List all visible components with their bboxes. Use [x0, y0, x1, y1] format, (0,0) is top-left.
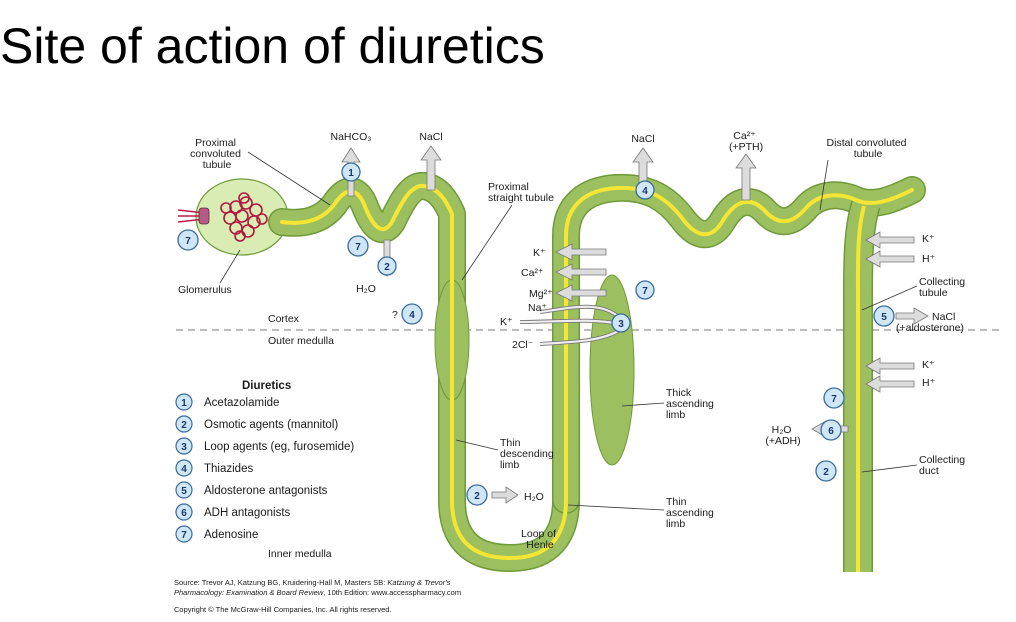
svg-text:7: 7 [355, 242, 361, 253]
svg-text:3: 3 [618, 319, 624, 330]
badge-2-prox: 2 [377, 256, 397, 276]
label-nacl-cd: NaCl [932, 311, 955, 323]
svg-text:Thiazides: Thiazides [204, 463, 253, 475]
leader-lines [219, 151, 918, 511]
legend: Diuretics 1 Acetazolamide 2 Osmotic agents… [175, 380, 354, 543]
badge-7-glom: 7 [177, 229, 199, 251]
label-proximal-straight: Proximal straight tubule [488, 181, 554, 204]
label-nahco3: NaHCO₃ [330, 131, 371, 143]
label-ca-pth: Ca²⁺ (+PTH) [729, 130, 763, 153]
svg-text:3: 3 [181, 442, 187, 453]
legend-item: 7 Adenosine [175, 525, 258, 543]
vascular-pole [198, 207, 210, 225]
label-collecting-duct: Collecting duct [919, 454, 968, 477]
label-h-cd2: H⁺ [922, 377, 936, 389]
badge-7-tal: 7 [635, 280, 655, 300]
svg-text:ADH antagonists: ADH antagonists [204, 507, 291, 519]
label-nacl-prox: NaCl [419, 131, 442, 143]
svg-text:4: 4 [642, 186, 648, 197]
badge-4-dct: 4 [635, 180, 655, 200]
label-question: ? [392, 309, 398, 321]
label-inner-medulla: Inner medulla [268, 548, 332, 560]
legend-item: 3 Loop agents (eg, furosemide) [175, 437, 354, 455]
svg-text:2: 2 [823, 467, 829, 478]
svg-text:5: 5 [881, 312, 887, 323]
svg-text:1: 1 [181, 398, 187, 409]
badge-4-q: 4 [401, 303, 423, 325]
label-proximal-convoluted: Proximal convoluted tubule [190, 137, 244, 171]
badge-2-cd: 2 [815, 460, 837, 482]
label-thin-descending: Thin descending limb [500, 437, 557, 471]
badge-2-desc: 2 [466, 484, 488, 506]
label-distal-convoluted: Distal convoluted tubule [827, 137, 910, 160]
legend-item: 4 Thiazides [175, 459, 253, 477]
legend-item: 5 Aldosterone antagonists [175, 481, 328, 499]
svg-text:2: 2 [474, 491, 480, 502]
svg-text:6: 6 [828, 426, 834, 437]
svg-text:7: 7 [642, 286, 648, 297]
page-title: Site of action of diuretics [0, 18, 545, 74]
svg-text:7: 7 [831, 394, 837, 405]
badge-1-prox: 1 [341, 162, 361, 182]
glomerulus-tuft [220, 192, 268, 242]
svg-text:Pharmacology: Examination & Bo: Pharmacology: Examination & Board Review… [174, 588, 461, 597]
label-outer-medulla: Outer medulla [268, 335, 334, 347]
label-glomerulus: Glomerulus [178, 284, 232, 296]
source-citation: Source: Trevor AJ, Katzung BG, Kruiderin… [174, 578, 461, 614]
badge-5-cd: 5 [873, 305, 895, 327]
label-cortex: Cortex [268, 313, 300, 325]
label-cl-tal: 2Cl⁻ [512, 339, 534, 351]
label-k-tal: K⁺ [533, 247, 546, 259]
label-ca-tal: Ca²⁺ [521, 267, 544, 279]
label-nacl-distal: NaCl [631, 133, 654, 145]
label-h2o-adh: H₂O (+ADH) [765, 424, 800, 447]
copyright: Copyright © The McGraw-Hill Companies, I… [174, 605, 392, 614]
diuretic-badges: 1 7 7 2 4 4 7 3 5 7 6 2 2 [177, 162, 895, 506]
label-na-tal: Na⁺ [528, 302, 547, 314]
svg-text:Loop agents (eg, furosemide): Loop agents (eg, furosemide) [204, 441, 354, 453]
label-k-tal2: K⁺ [500, 316, 513, 328]
svg-text:1: 1 [348, 168, 354, 179]
label-k-cd1: K⁺ [922, 233, 935, 245]
legend-heading: Diuretics [242, 380, 291, 392]
label-thick-ascending: Thick ascending limb [666, 387, 717, 421]
svg-text:2: 2 [181, 420, 187, 431]
badge-3-tal: 3 [611, 313, 631, 333]
svg-text:Acetazolamide: Acetazolamide [204, 397, 279, 409]
label-mg-tal: Mg²⁺ [529, 288, 553, 300]
label-thin-ascending: Thin ascending limb [666, 496, 717, 530]
label-h2o-desc: H₂O [524, 491, 544, 503]
svg-text:2: 2 [384, 262, 390, 273]
diagram-labels: Proximal convoluted tubule NaHCO₃ NaCl P… [178, 130, 968, 560]
legend-item: 1 Acetazolamide [175, 393, 279, 411]
svg-text:7: 7 [185, 236, 191, 247]
legend-item: 6 ADH antagonists [175, 503, 291, 521]
thick-ascending-bulge [589, 274, 635, 466]
badge-6-cd: 6 [820, 419, 842, 441]
label-h-cd1: H⁺ [922, 253, 936, 265]
svg-text:4: 4 [181, 464, 187, 475]
badge-7-cd: 7 [823, 387, 845, 409]
svg-text:6: 6 [181, 508, 187, 519]
label-k-cd2: K⁺ [922, 359, 935, 371]
tubule-lumen [280, 183, 914, 560]
svg-text:Osmotic agents (mannitol): Osmotic agents (mannitol) [204, 419, 338, 431]
badge-7-prox: 7 [347, 235, 369, 257]
svg-text:4: 4 [409, 310, 415, 321]
svg-text:7: 7 [181, 530, 187, 541]
label-h2o-prox: H₂O [356, 283, 376, 295]
svg-text:Adenosine: Adenosine [204, 529, 258, 541]
svg-text:Source: Trevor AJ, Katzung BG,: Source: Trevor AJ, Katzung BG, Kruiderin… [174, 578, 451, 587]
label-loop-henle: Loop of Henle [521, 528, 559, 551]
svg-text:Aldosterone antagonists: Aldosterone antagonists [204, 485, 328, 497]
label-collecting-tubule: Collecting tubule [919, 276, 968, 299]
legend-item: 2 Osmotic agents (mannitol) [175, 415, 338, 433]
svg-text:5: 5 [181, 486, 187, 497]
label-aldosterone: (+aldosterone) [896, 322, 964, 334]
